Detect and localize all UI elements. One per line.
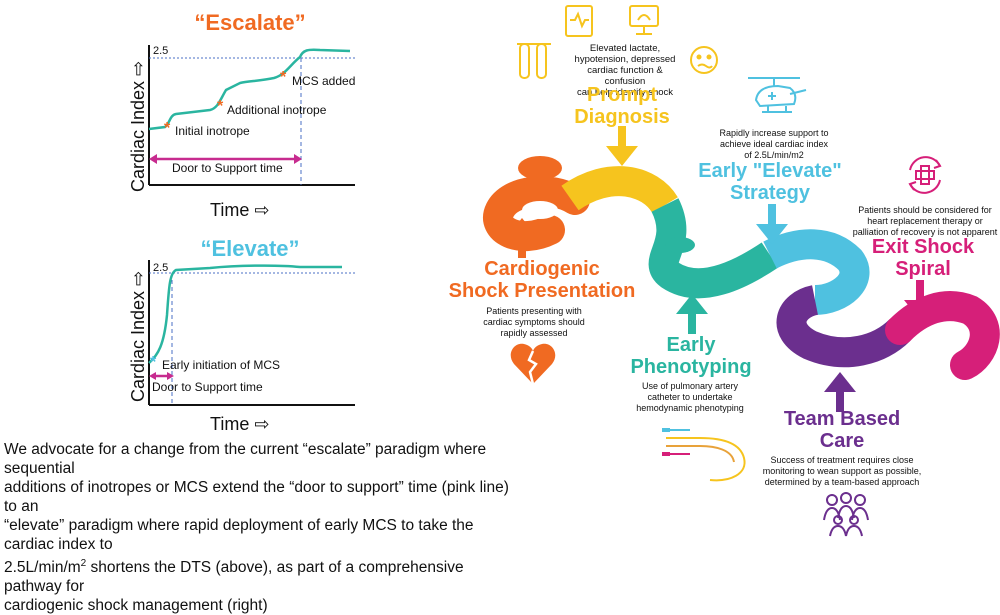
helicopter-icon xyxy=(748,77,807,113)
phenotyping-description: Use of pulmonary artery catheter to unde… xyxy=(636,381,744,413)
caption: We advocate for a change from the curren… xyxy=(4,440,524,615)
asterisk-initial-icon: * xyxy=(164,120,171,137)
arrow-exit-down xyxy=(904,280,936,320)
arrow-team-up xyxy=(824,372,856,412)
team-description: Success of treatment requires close moni… xyxy=(762,455,922,487)
elevate-tick-2-5: 2.5 xyxy=(153,262,169,274)
escalate-annotation-mcs: MCS added xyxy=(292,74,356,88)
caption-line-5: cardiogenic shock management (right) xyxy=(4,597,268,615)
escalate-chart xyxy=(148,45,355,186)
escalate-tick-2-5: 2.5 xyxy=(153,45,169,57)
broken-heart-icon xyxy=(510,343,556,385)
asterisk-mcs-early-icon: * xyxy=(150,354,157,371)
exit-title: Exit Shock Spiral xyxy=(871,236,975,280)
arrow-presentation-up xyxy=(506,218,538,258)
escalate-x-axis-label: Time ⇨ xyxy=(210,200,270,220)
caption-line-4: 2.5L/min/m2 shortens the DTS (above), as… xyxy=(4,558,464,596)
escalate-annotation-additional: Additional inotrope xyxy=(227,103,327,117)
elevate-chart xyxy=(148,260,355,406)
catheter-icon xyxy=(662,428,746,482)
escalate-annotation-initial: Initial inotrope xyxy=(175,124,250,138)
elevate-dts-label: Door to Support time xyxy=(152,380,263,394)
phenotyping-title: Early Phenotyping xyxy=(630,334,752,378)
elevate-strategy-title: Early "Elevate" Strategy xyxy=(698,160,842,204)
elevate-x-axis-label: Time ⇨ xyxy=(210,414,270,434)
presentation-description: Patients presenting with cardiac symptom… xyxy=(483,306,585,338)
asterisk-additional-icon: * xyxy=(217,98,224,115)
elevate-ci-curve xyxy=(148,264,342,364)
presentation-title: Cardiogenic Shock Presentation xyxy=(448,258,636,302)
test-tubes-icon xyxy=(517,43,551,79)
diagnosis-description: Elevated lactate, hypotension, depressed… xyxy=(574,43,676,98)
caption-line-2: additions of inotropes or MCS extend the… xyxy=(4,479,509,515)
escalate-dts-label: Door to Support time xyxy=(172,161,283,175)
elevate-title: “Elevate” xyxy=(200,236,300,261)
team-title: Team Based Care xyxy=(783,408,901,452)
confused-face-icon xyxy=(690,46,718,74)
recycle-cross-icon xyxy=(908,156,942,194)
ultrasound-icon xyxy=(629,5,659,35)
elevate-annotation: Early initiation of MCS xyxy=(162,358,281,372)
teal-dot xyxy=(665,237,695,253)
asterisk-mcs-icon: * xyxy=(280,69,287,86)
caption-line-1: We advocate for a change from the curren… xyxy=(4,441,487,477)
arrow-elevate-down xyxy=(756,204,788,244)
orange-dot xyxy=(518,156,562,180)
diagnosis-title: Prompt Diagnosis xyxy=(574,84,670,128)
caption-line-3: “elevate” paradigm where rapid deploymen… xyxy=(4,517,474,553)
escalate-ci-curve xyxy=(148,48,351,131)
team-icon xyxy=(823,492,869,537)
monitor-icon xyxy=(565,5,593,37)
escalate-title: “Escalate” xyxy=(194,10,306,35)
elevate-description: Rapidly increase support to achieve idea… xyxy=(719,128,829,160)
arrow-diagnosis-down xyxy=(606,126,638,166)
arrow-phenotyping-up xyxy=(676,294,708,334)
exit-description: Patients should be considered for heart … xyxy=(852,205,998,237)
